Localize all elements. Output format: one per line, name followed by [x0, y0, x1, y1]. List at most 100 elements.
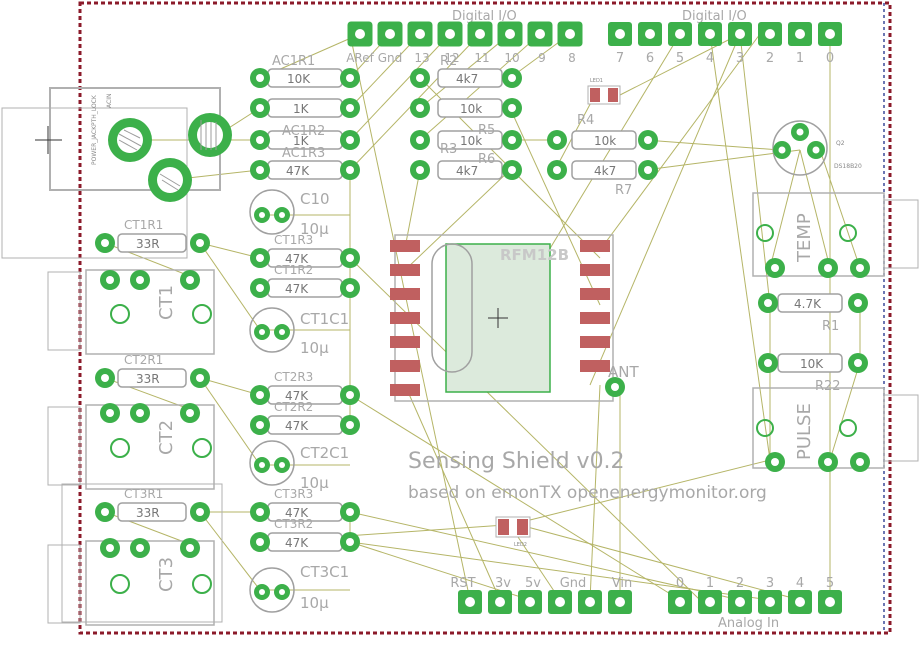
- ct3-resistors: CT3R3 47K CT3R2 47K CT3C1 10µ: [249, 487, 360, 613]
- resistor-value: 33R: [136, 237, 160, 251]
- power-jack-ref: POWER_JACKPTH_LOCK: [91, 94, 98, 165]
- resistor-ref: AC1R3: [282, 146, 325, 161]
- capacitor-ref: C10: [300, 190, 330, 208]
- pin-label: 5v: [525, 576, 541, 591]
- pin-label: 4: [796, 576, 804, 591]
- resistor-ref: R22: [815, 379, 841, 394]
- temp-sensor-q2: Q2 DS18B20: [772, 120, 862, 176]
- capacitor-value: 10µ: [300, 474, 329, 492]
- resistor-ref: R6: [478, 152, 495, 167]
- ct2-group: CT2R1 33R CT2: [47, 353, 215, 490]
- resistor-ref: CT3R1: [124, 487, 163, 501]
- resistor-value: 10k: [594, 134, 616, 148]
- resistor-value: 4k7: [456, 72, 478, 86]
- resistor-ref: R2: [440, 54, 457, 69]
- capacitor-value: 10µ: [300, 339, 329, 357]
- resistor-value: 47K: [285, 389, 309, 403]
- resistor-ref: CT1R3: [274, 233, 313, 247]
- ct-ref: CT1: [156, 285, 177, 320]
- resistor-value: 10k: [460, 134, 482, 148]
- ct2-resistors: CT2R3 47K CT2R2 47K CT2C1 10µ: [249, 370, 360, 492]
- capacitor-value: 10µ: [300, 594, 329, 612]
- resistor-value: 10k: [460, 102, 482, 116]
- r4-r7-group: R4 10k 4k7 R7: [547, 113, 658, 198]
- r1-r22-group: 4.7K R1 10K R22: [758, 293, 868, 394]
- resistor-value: 1K: [293, 134, 310, 148]
- resistor-ref: R1: [822, 319, 839, 334]
- resistor-value: 47K: [285, 506, 309, 520]
- pulse-connector: PULSE: [752, 387, 919, 472]
- pin-label: 0: [676, 576, 684, 591]
- resistor-value: 47K: [285, 536, 309, 550]
- capacitor-ref: CT3C1: [300, 563, 349, 581]
- ct1-resistors: CT1R3 47K CT1R2 47K CT1C1 10µ: [249, 233, 360, 357]
- led-ref: LED2: [514, 542, 527, 548]
- pin-label: 0: [826, 51, 834, 66]
- pin-label: 3: [766, 576, 774, 591]
- temp-ref: TEMP: [794, 213, 815, 263]
- resistor-value: 47K: [285, 419, 309, 433]
- pin-label: 1: [796, 51, 804, 66]
- led-1: LED1: [587, 78, 621, 105]
- capacitor-ref: CT1C1: [300, 310, 349, 328]
- ct-ref: CT2: [156, 420, 177, 455]
- pin-label: 8: [568, 51, 576, 65]
- resistor-value: 1K: [293, 102, 310, 116]
- pin-label: 7: [616, 51, 624, 66]
- rfm12b-module: RFM12B ANT: [390, 234, 639, 402]
- pin-label: 3v: [495, 576, 511, 591]
- board-title: Sensing Shield v0.2: [408, 449, 625, 474]
- pin-label: 10: [504, 51, 519, 65]
- rfm-resistor-group: R2 4k7 10k R5 10k R3 R6 4k7: [410, 54, 522, 180]
- q2-ref: Q2: [836, 140, 845, 147]
- temp-connector: TEMP: [752, 192, 919, 278]
- resistor-ref: CT3R2: [274, 517, 313, 531]
- analog-header: 0 1 2 3 4 5: [668, 576, 842, 614]
- resistor-ref: CT2R1: [124, 353, 163, 367]
- resistor-ref: R3: [440, 142, 457, 157]
- digital-left-header: ARef Gnd 13 12 11 10 9 8: [346, 21, 583, 65]
- q2-part: DS18B20: [834, 163, 862, 170]
- digital-left-title: Digital I/O: [452, 9, 517, 24]
- pin-label: 13: [414, 51, 429, 65]
- capacitor-ref: CT2C1: [300, 444, 349, 462]
- pulse-ref: PULSE: [794, 403, 815, 460]
- resistor-value: 47K: [286, 164, 310, 178]
- pin-label: Gnd: [378, 51, 403, 65]
- capacitor-c10: C10 10µ: [249, 189, 330, 238]
- pin-label: 4: [706, 51, 714, 66]
- pin-label: 1: [706, 576, 714, 591]
- led-ref: LED1: [590, 78, 603, 84]
- pin-label: 9: [538, 51, 546, 65]
- digital-right-title: Digital I/O: [682, 9, 747, 24]
- resistor-ref: R7: [615, 183, 632, 198]
- pin-label: 2: [766, 51, 774, 66]
- ct3-group: CT3R1 33R CT3: [47, 483, 223, 626]
- resistor-value: 4k7: [594, 164, 616, 178]
- resistor-value: 4k7: [456, 164, 478, 178]
- resistor-ref: CT2R2: [274, 400, 313, 414]
- resistor-ref: CT1R1: [124, 218, 163, 232]
- resistor-ref: AC1R2: [282, 124, 325, 139]
- resistor-value: 10K: [800, 357, 824, 371]
- resistor-value: 33R: [136, 506, 160, 520]
- resistor-ref: AC1R1: [272, 54, 315, 69]
- pin-label: 11: [474, 51, 489, 65]
- pin-label: 2: [736, 576, 744, 591]
- pin-label: 5: [826, 576, 834, 591]
- digital-right-header: 7 6 5 4 3 2 1 0: [608, 22, 842, 66]
- pin-label: ARef: [346, 51, 374, 65]
- pin-label: 5: [676, 51, 684, 66]
- board-subtitle: based on emonTX openenergymonitor.org: [408, 483, 767, 503]
- resistor-value: 33R: [136, 372, 160, 386]
- ct-ref: CT3: [156, 557, 177, 592]
- power-header: RST 3v 5v Gnd Vin: [450, 576, 632, 614]
- pin-label: Vin: [612, 576, 632, 591]
- ac-resistor-group: AC1R1 10K 1K AC1R2 1K AC1R3 47K: [250, 54, 360, 180]
- capacitor-value: 10µ: [300, 220, 329, 238]
- pin-label: RST: [450, 576, 475, 591]
- rfm-ant-label: ANT: [608, 363, 639, 381]
- resistor-ref: CT2R3: [274, 370, 313, 384]
- pin-label: 12: [444, 51, 459, 65]
- resistor-value: 4.7K: [794, 297, 822, 311]
